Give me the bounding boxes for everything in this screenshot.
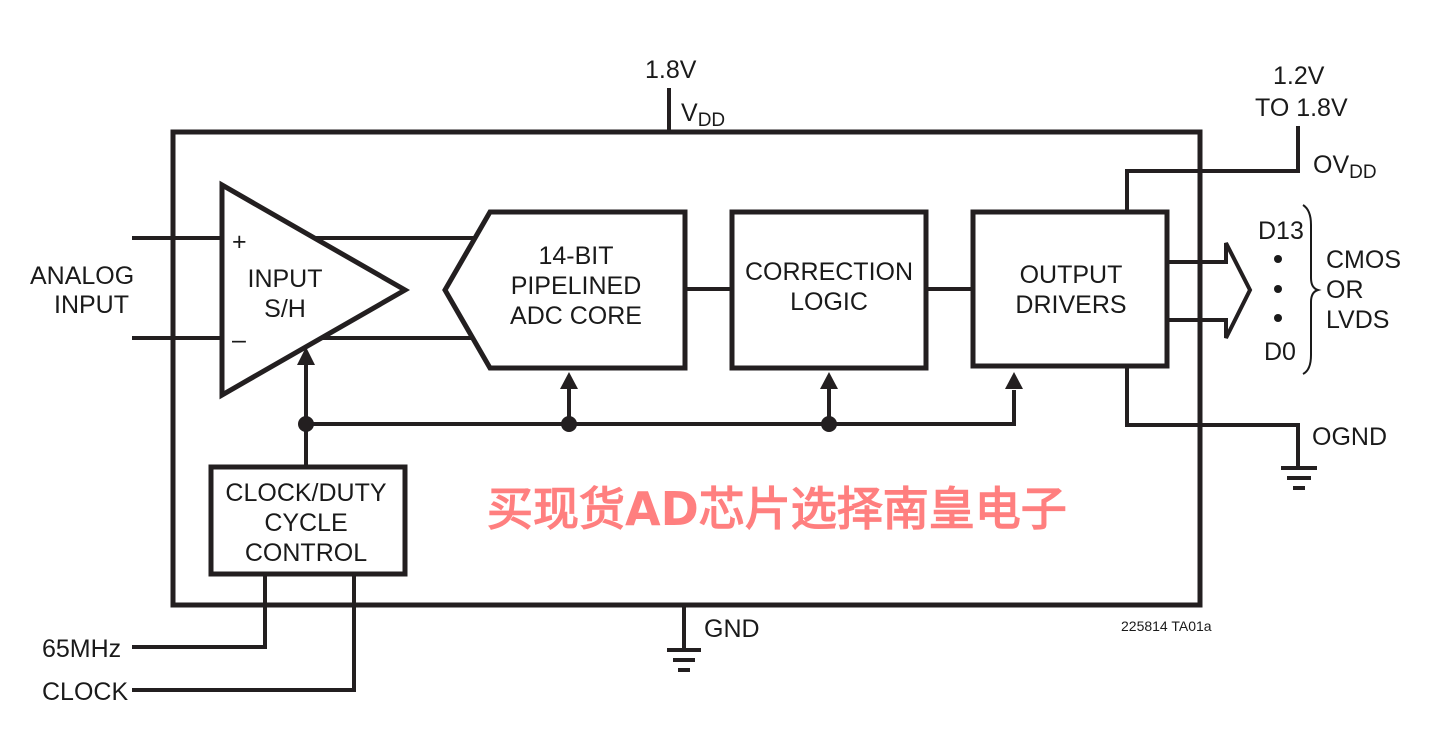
clock-bus-wire — [304, 390, 1016, 466]
input-sh-label-line2: S/H — [264, 295, 306, 323]
vdd-voltage: 1.8V — [645, 56, 697, 84]
junction-dot — [821, 416, 837, 432]
clock-arrow-sh-icon — [297, 347, 315, 365]
adc-core-block — [442, 209, 688, 371]
output-msb-label: D13 — [1258, 217, 1304, 245]
junction-dot — [298, 416, 314, 432]
output-drivers-block — [970, 209, 1170, 369]
ellipsis-dot — [1274, 255, 1282, 263]
adc-core-label-line3: ADC CORE — [510, 302, 642, 330]
clock-arrow-drivers-icon — [1005, 372, 1023, 389]
correction-logic-label-line2: LOGIC — [790, 288, 868, 316]
clock-input-label-line1: 65MHz — [42, 635, 121, 663]
clock-input-label-line2: CLOCK — [42, 678, 128, 706]
output-type-line3: LVDS — [1326, 306, 1389, 334]
chip-outline — [170, 129, 1203, 608]
correction-logic-label-line1: CORRECTION — [745, 258, 913, 286]
watermark-text: 买现货AD芯片选择南皇电子 — [487, 482, 1067, 536]
output-type-line2: OR — [1326, 276, 1364, 304]
ellipsis-dot — [1274, 314, 1282, 322]
output-type-line1: CMOS — [1326, 246, 1401, 274]
adc-core-label-line2: PIPELINED — [511, 272, 642, 300]
correction-logic-block — [729, 209, 929, 371]
ognd-label: OGND — [1312, 423, 1387, 451]
analog-input-label-line1: ANALOG — [30, 262, 134, 290]
clock-arrow-adc-icon — [560, 372, 578, 389]
ovdd-voltage-line2: TO 1.8V — [1255, 94, 1348, 122]
input-sh-label-line1: INPUT — [248, 265, 323, 293]
adc-core-label-line1: 14-BIT — [538, 242, 613, 270]
input-sh-amplifier — [219, 180, 411, 400]
vdd-label: VDD — [681, 99, 725, 131]
brace-icon — [1302, 204, 1322, 375]
clock-arrow-correction-icon — [820, 372, 838, 389]
clock-duty-label-line1: CLOCK/DUTY — [225, 479, 386, 507]
clock-input-pos-wire — [132, 574, 267, 649]
output-drivers-label-line1: OUTPUT — [1020, 261, 1123, 289]
output-drivers-label-line2: DRIVERS — [1015, 291, 1126, 319]
clock-duty-cycle-block — [208, 464, 408, 577]
output-lsb-label: D0 — [1264, 338, 1296, 366]
clock-duty-label-line3: CONTROL — [245, 539, 367, 567]
ellipsis-dot — [1274, 285, 1282, 293]
analog-input-label-line2: INPUT — [54, 291, 129, 319]
ognd-ground-icon — [1281, 466, 1317, 490]
ovdd-label: OVDD — [1313, 151, 1377, 183]
output-bus-arrow-icon — [1167, 242, 1253, 339]
gnd-ground-icon — [667, 648, 701, 672]
ovdd-wire — [1125, 126, 1300, 210]
junction-dot — [561, 416, 577, 432]
plus-sign: + — [232, 228, 247, 256]
clock-duty-label-line2: CYCLE — [264, 509, 347, 537]
ovdd-voltage-line1: 1.2V — [1273, 62, 1325, 90]
minus-sign: – — [232, 326, 246, 354]
figure-id: 225814 TA01a — [1121, 618, 1212, 634]
clock-input-neg-wire — [132, 574, 356, 692]
gnd-label: GND — [704, 615, 760, 643]
ognd-wire — [1125, 366, 1300, 468]
